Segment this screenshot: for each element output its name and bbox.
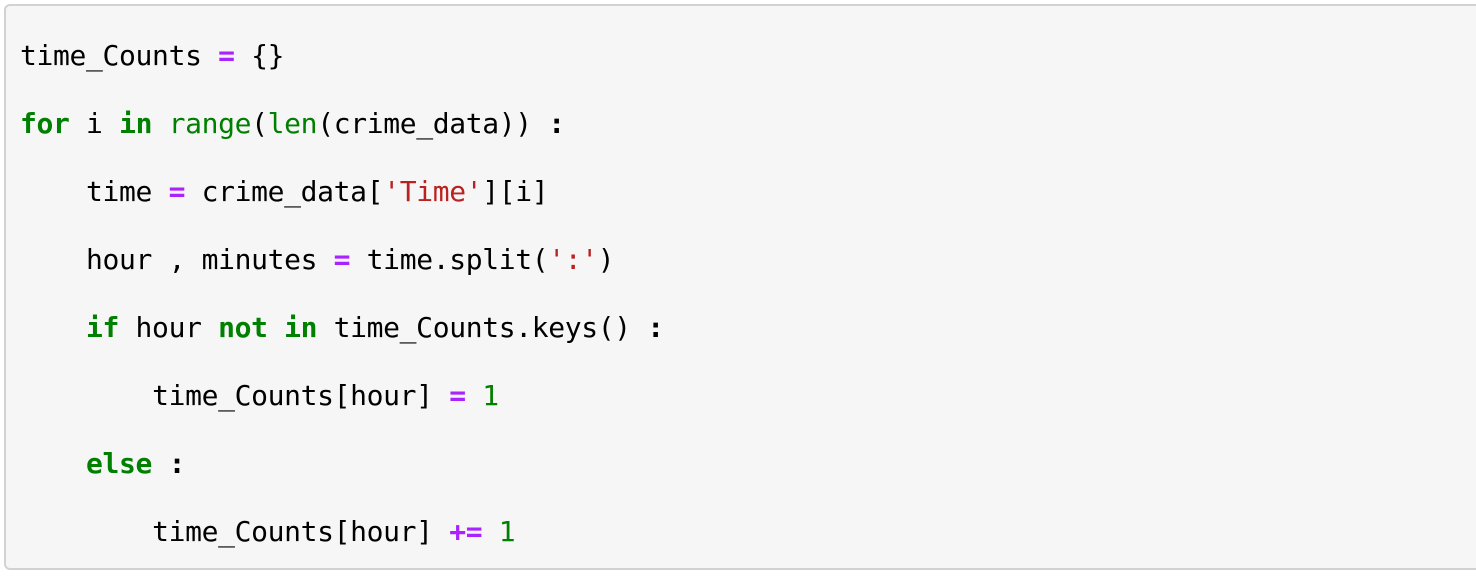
code-token-kw: in (119, 107, 153, 140)
code-token-punct: : (647, 311, 664, 344)
code-token-punct: : (168, 447, 186, 480)
code-line-2: for i in range(len(crime_data)) : (20, 90, 1476, 158)
code-line-8: time_Counts[hour] += 1 (20, 498, 1476, 566)
code-token-builtin: len (267, 107, 318, 140)
code-indent (20, 175, 86, 208)
code-token-plain: time_Counts[hour] (152, 379, 450, 412)
code-line-3: time = crime_data['Time'][i] (20, 158, 1476, 226)
code-token-kw: not in (218, 311, 318, 344)
code-token-plain: time_Counts.keys() (317, 311, 648, 344)
code-token-op: += (449, 515, 483, 548)
code-indent (20, 515, 152, 548)
code-line-1: time_Counts = {} (20, 22, 1476, 90)
code-token-plain: ( (251, 107, 268, 140)
code-token-str: ':' (548, 243, 598, 276)
code-token-builtin: range (168, 107, 252, 140)
code-line-4: hour , minutes = time.split(':') (20, 226, 1476, 294)
code-token-kw: if (86, 311, 120, 344)
code-content[interactable]: time_Counts = {}for i in range(len(crime… (6, 6, 1476, 566)
code-token-plain: ][i] (482, 175, 549, 208)
code-token-str: 'Time' (383, 175, 483, 208)
code-token-plain: ) (597, 243, 615, 276)
code-token-plain (152, 107, 169, 140)
code-token-num: 1 (498, 515, 516, 548)
code-indent (20, 447, 86, 480)
code-line-5: if hour not in time_Counts.keys() : (20, 294, 1476, 362)
code-token-op: = (168, 175, 186, 208)
code-token-plain: time_Counts (20, 39, 219, 72)
code-token-kw: for (20, 107, 70, 140)
code-token-plain (482, 515, 499, 548)
code-token-plain: time (86, 175, 169, 208)
code-token-op: = (449, 379, 466, 412)
code-indent (20, 243, 86, 276)
code-indent (20, 311, 86, 344)
code-token-op: = (333, 243, 351, 276)
code-token-plain: {} (234, 39, 285, 72)
code-token-plain: time_Counts[hour] (152, 515, 450, 548)
code-indent (20, 379, 152, 412)
code-token-plain: time.split( (350, 243, 549, 276)
code-block[interactable]: time_Counts = {}for i in range(len(crime… (4, 4, 1476, 570)
code-token-kw: else (86, 447, 153, 480)
code-token-plain: hour (119, 311, 219, 344)
code-token-plain (152, 447, 169, 480)
code-line-6: time_Counts[hour] = 1 (20, 362, 1476, 430)
code-token-punct: : (548, 107, 565, 140)
code-token-plain (466, 379, 483, 412)
code-token-op: = (218, 39, 235, 72)
code-token-plain: (crime_data)) (317, 107, 549, 140)
code-token-plain: hour , minutes (86, 243, 334, 276)
code-line-7: else : (20, 430, 1476, 498)
code-token-num: 1 (482, 379, 499, 412)
code-token-plain: i (69, 107, 120, 140)
code-token-plain: crime_data[ (185, 175, 384, 208)
